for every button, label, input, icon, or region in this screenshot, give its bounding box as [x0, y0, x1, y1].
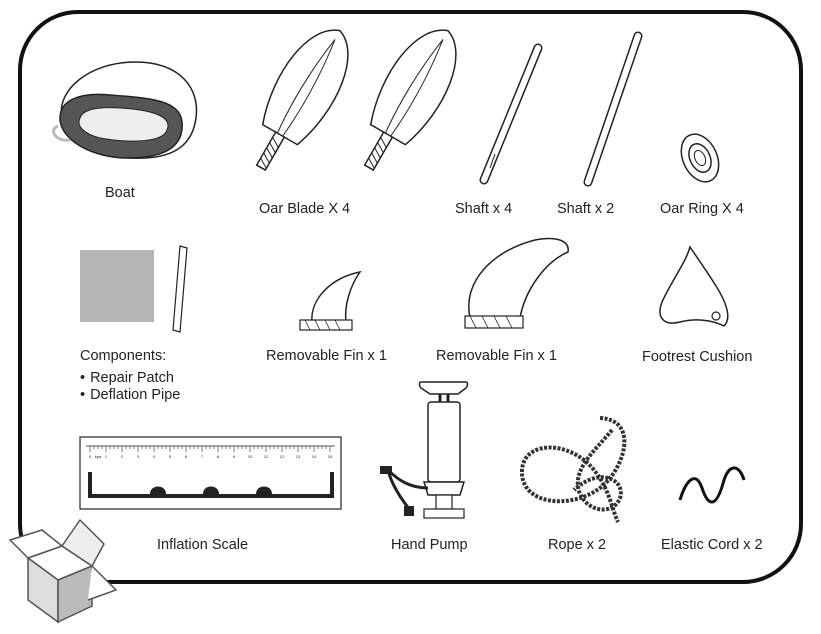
shaft-x2-illustration — [583, 31, 643, 187]
ruler-unit-label: kpa — [95, 454, 102, 459]
repair-patch-illustration — [80, 250, 154, 322]
ruler-tick-label: 12 — [280, 454, 285, 459]
ruler-tick-label: 10 — [248, 454, 253, 459]
open-box-icon — [8, 518, 118, 624]
label-hand-pump: Hand Pump — [391, 537, 468, 553]
ruler-tick-label: 8 — [217, 454, 220, 459]
label-footrest: Footrest Cushion — [642, 349, 753, 365]
components-item-repair-patch: Repair Patch — [80, 370, 180, 387]
label-rope: Rope x 2 — [548, 537, 607, 553]
boat-illustration — [52, 61, 198, 159]
ruler-tick-label: 5 — [169, 454, 172, 459]
fin-small-illustration — [299, 270, 362, 331]
label-fin-small: Removable Fin x 1 — [266, 348, 387, 364]
ruler-tick-label: 15 — [328, 454, 333, 459]
label-oar-ring: Oar Ring X 4 — [660, 201, 744, 217]
ruler-tick-label: 1 — [105, 454, 108, 459]
hand-pump-illustration — [380, 381, 469, 519]
elastic-cord-illustration — [678, 466, 746, 504]
fin-large-illustration — [464, 237, 569, 329]
label-inflation-scale: Inflation Scale — [157, 537, 249, 553]
ruler-tick-label: 4 — [153, 454, 156, 459]
ruler-tick-label: 11 — [264, 454, 269, 459]
label-fin-large: Removable Fin x 1 — [436, 348, 557, 364]
components-item-deflation-pipe: Deflation Pipe — [80, 387, 180, 404]
label-oar-blade: Oar Blade X 4 — [259, 201, 351, 217]
oar-blade-illustration — [255, 29, 457, 172]
deflation-pipe-illustration — [172, 245, 188, 333]
ruler-tick-label: 9 — [233, 454, 236, 459]
ruler-tick-label: 7 — [201, 454, 204, 459]
ruler-tick-label: 0 — [89, 454, 92, 459]
ruler-tick-label: 14 — [312, 454, 317, 459]
ruler-tick-label: 6 — [185, 454, 188, 459]
label-elastic-cord: Elastic Cord x 2 — [661, 537, 763, 553]
rope-illustration — [519, 416, 627, 523]
components-title: Components: — [80, 348, 167, 364]
oar-ring-illustration — [680, 133, 720, 183]
ruler-tick-label: 2 — [121, 454, 124, 459]
footrest-cushion-illustration — [659, 245, 729, 327]
components-list: Repair Patch Deflation Pipe — [80, 370, 180, 404]
label-boat: Boat — [105, 185, 135, 201]
label-shaft-x4: Shaft x 4 — [455, 201, 513, 217]
ruler-tick-label: 3 — [137, 454, 140, 459]
label-shaft-x2: Shaft x 2 — [557, 201, 615, 217]
shaft-x4-illustration — [479, 43, 543, 185]
ruler-tick-label: 13 — [296, 454, 301, 459]
